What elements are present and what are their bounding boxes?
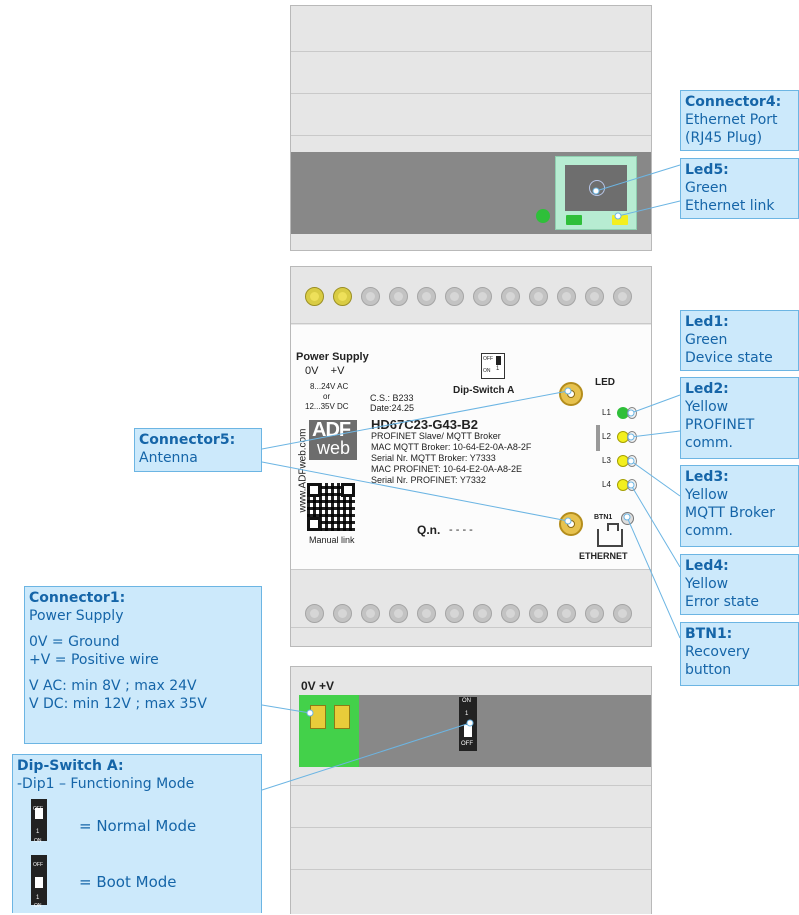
led-l4-label: L4: [602, 480, 611, 489]
led-l2-label: L2: [602, 432, 611, 441]
terminal-0v: [310, 705, 326, 729]
cs-code: C.S.: B233: [370, 393, 414, 403]
led-l1-label: L1: [602, 408, 611, 417]
terminal-screw: [389, 604, 408, 623]
dip-boot-label: = Boot Mode: [79, 873, 177, 891]
manual-link: Manual link: [309, 535, 355, 545]
qn-value: - - - -: [449, 524, 473, 536]
info-line-1: PROFINET Slave/ MQTT Broker: [371, 431, 501, 441]
led5-indicator: [536, 209, 550, 223]
terminal-plus-v: [334, 705, 350, 729]
terminal-screw: [529, 287, 548, 306]
terminal-screw: [585, 604, 604, 623]
callout-connector1: Connector1: Power Supply 0V = Ground +V …: [24, 586, 262, 744]
dip-switch-a[interactable]: OFF ON 1: [481, 353, 505, 379]
terminal-screw: [529, 604, 548, 623]
callout-connector5: Connector5: Antenna: [134, 428, 262, 472]
led-l3-label: L3: [602, 456, 611, 465]
adfweb-logo: ADF web: [309, 419, 357, 460]
power-terminal[interactable]: [299, 695, 359, 767]
terminal-screw: [501, 604, 520, 623]
terminal-screw: [361, 287, 380, 306]
dip-normal-label: = Normal Mode: [79, 817, 197, 835]
terminal-label: 0V +V: [301, 679, 335, 693]
info-line-3: Serial Nr. MQTT Broker: Y7333: [371, 453, 496, 463]
dip-lever-physical: [464, 725, 472, 737]
terminal-screw: [305, 287, 324, 306]
dip-lever: [496, 356, 501, 365]
ac-range: 8...24V AC: [310, 382, 349, 391]
dc-range: 12...35V DC: [305, 402, 349, 411]
bottom-module: 0V +V ON 1 OFF: [290, 666, 652, 914]
callout-led3: Led3: Yellow MQTT Broker comm.: [680, 465, 799, 547]
terminal-screw: [361, 604, 380, 623]
info-line-2: MAC MQTT Broker: 10-64-E2-0A-A8-2F: [371, 442, 532, 452]
ethernet-activity-led: [612, 215, 628, 225]
terminal-screw: [333, 604, 352, 623]
model-name: HD67C23-G43-B2: [371, 417, 478, 432]
terminal-screw: [473, 604, 492, 623]
terminal-screw: [473, 287, 492, 306]
callout-btn1: BTN1: Recovery button: [680, 622, 799, 686]
callout-led4: Led4: Yellow Error state: [680, 554, 799, 615]
terminal-screw: [613, 287, 632, 306]
or-word: or: [323, 392, 331, 401]
qn-label: Q.n.: [417, 523, 441, 537]
terminal-screw: [333, 287, 352, 306]
callout-led2: Led2: Yellow PROFINET comm.: [680, 377, 799, 459]
terminal-screw: [585, 287, 604, 306]
top-module: [290, 5, 652, 251]
terminal-screw: [417, 604, 436, 623]
dip-switch-label: Dip-Switch A: [453, 385, 515, 396]
led1-green: [617, 407, 629, 419]
callout-dipswitch: Dip-Switch A: -Dip1 – Functioning Mode O…: [12, 754, 262, 913]
terminal-screw: [305, 604, 324, 623]
dip-normal-icon: OFF 1 ON: [31, 799, 47, 844]
led-title: LED: [595, 377, 615, 388]
terminal-screw: [613, 604, 632, 623]
terminal-screw: [557, 287, 576, 306]
ethernet-port-icon: [597, 523, 623, 547]
dip-boot-icon: OFF 1 ON: [31, 855, 47, 909]
date-code: Date:24.25: [370, 403, 415, 413]
antenna-connector-bottom: [559, 512, 583, 536]
power-pins: 0V +V: [305, 365, 345, 377]
terminal-screw: [501, 287, 520, 306]
info-line-4: MAC PROFINET: 10-64-E2-0A-A8-2E: [371, 464, 523, 474]
antenna-connector-top: [559, 382, 583, 406]
terminal-screw: [445, 287, 464, 306]
led-bar: [596, 425, 600, 451]
terminal-screw: [445, 604, 464, 623]
power-supply-title: Power Supply: [296, 351, 369, 363]
callout-led1: Led1: Green Device state: [680, 310, 799, 371]
callout-led5: Led5: Green Ethernet link: [680, 158, 799, 219]
terminal-screw: [557, 604, 576, 623]
callout-connector4: Connector4: Ethernet Port (RJ45 Plug): [680, 90, 799, 151]
terminal-screw: [417, 287, 436, 306]
btn1-label: BTN1: [594, 514, 613, 521]
qr-code: [307, 483, 355, 531]
terminal-screw: [389, 287, 408, 306]
ethernet-label: ETHERNET: [579, 551, 628, 561]
info-line-5: Serial Nr. PROFINET: Y7332: [371, 475, 486, 485]
ethernet-link-led: [566, 215, 582, 225]
